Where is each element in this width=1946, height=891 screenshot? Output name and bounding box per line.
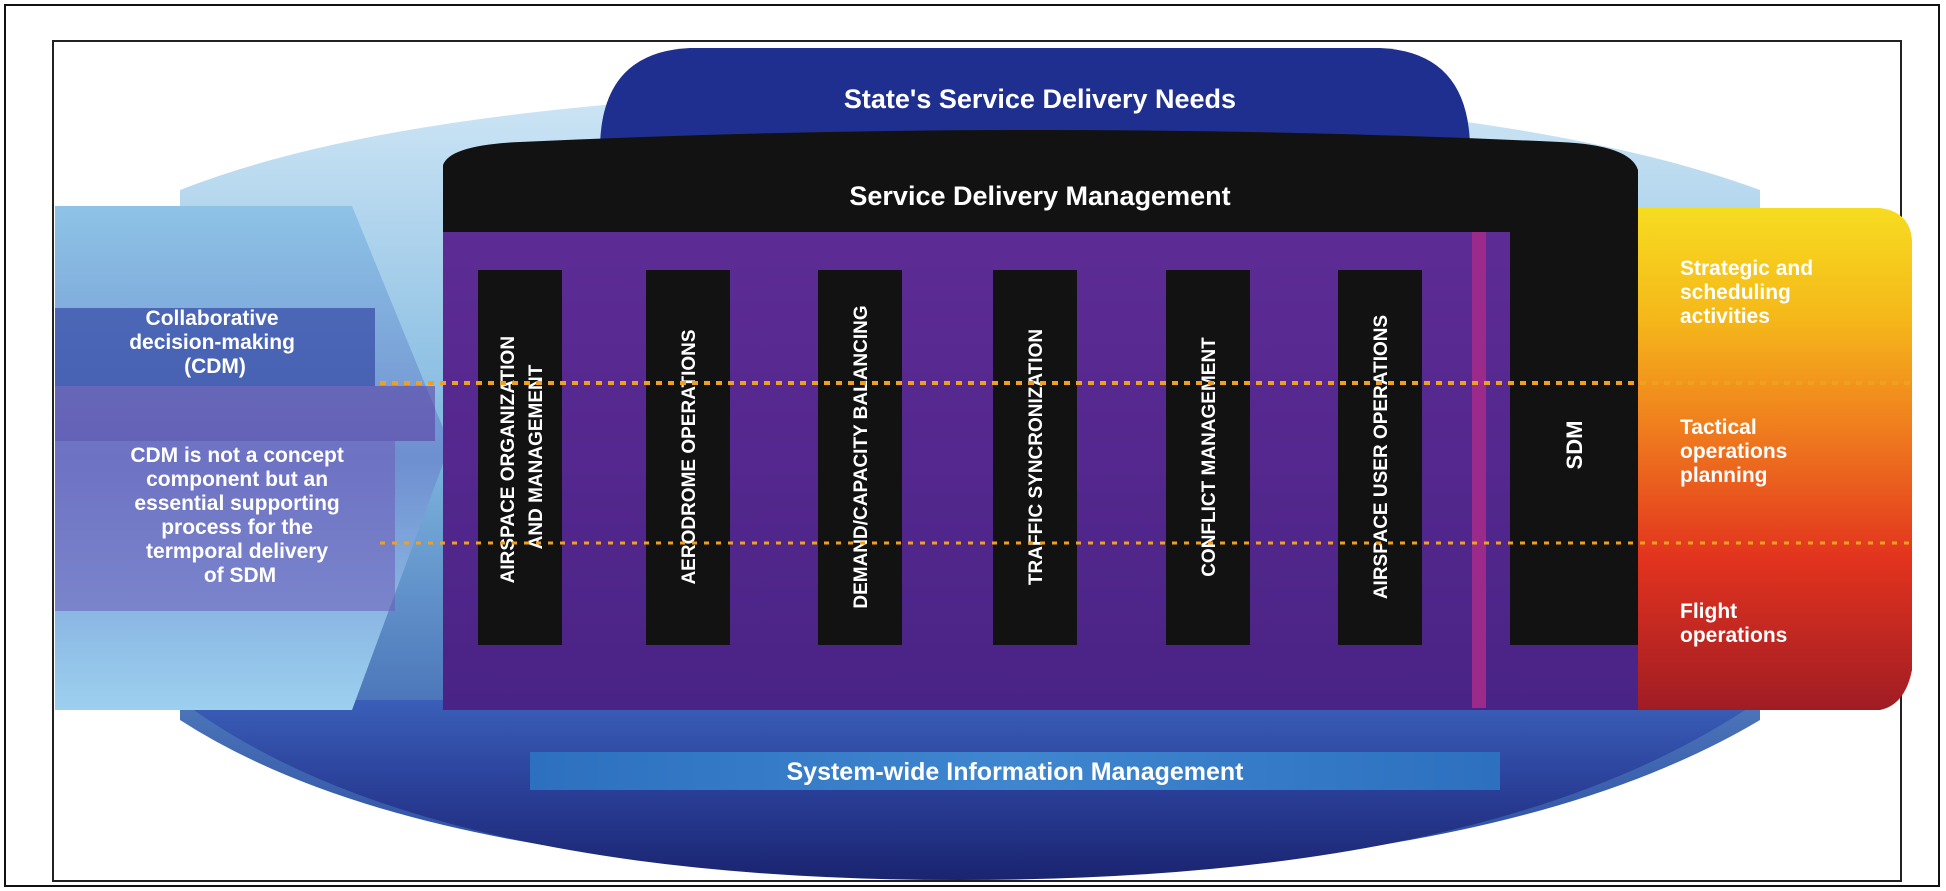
sdm-header-label: Service Delivery Management — [849, 181, 1230, 211]
cdm-title: Collaborative decision-making (CDM) — [129, 307, 301, 378]
timeline-panel — [1630, 208, 1912, 710]
pillars: AIRSPACE ORGANIZATION AND MANAGEMENT AER… — [478, 270, 1422, 645]
pillar-demand-capacity-label: DEMAND/CAPACITY BALANCING — [851, 305, 872, 608]
outer-frame — [4, 4, 1940, 887]
sdm-column-label: SDM — [1562, 421, 1587, 470]
swim-label: System-wide Information Management — [786, 758, 1244, 786]
pillar-airspace-organization — [478, 270, 562, 645]
pillar-demand-capacity — [818, 270, 902, 645]
timeline-tactical: Tactical operations planning — [1680, 416, 1793, 487]
pillar-airspace-user-operations-label: AIRSPACE USER OPERATIONS — [1371, 315, 1392, 599]
state-needs-banner — [600, 48, 1470, 150]
pillar-conflict-management — [1166, 270, 1250, 645]
cdm-note: CDM is not a concept component but an es… — [130, 444, 349, 587]
pillar-conflict-management-label: CONFLICT MANAGEMENT — [1199, 337, 1220, 577]
sdm-header-arch — [443, 130, 1638, 232]
state-needs-label: State's Service Delivery Needs — [844, 84, 1236, 114]
cdm-title-band — [55, 308, 375, 386]
cdm-note-band — [55, 441, 395, 611]
pillar-airspace-organization-label: AIRSPACE ORGANIZATION AND MANAGEMENT — [498, 331, 547, 584]
cdm-purple-band — [55, 386, 435, 441]
pillar-traffic-synchronization — [993, 270, 1077, 645]
swim-banner — [530, 752, 1500, 790]
timeline-strategic: Strategic and scheduling activities — [1680, 257, 1819, 328]
pillar-aerodrome-operations-label: AERODROME OPERATIONS — [679, 329, 700, 584]
pillar-traffic-synchronization-label: TRAFFIC SYNCRONIZATION — [1026, 329, 1047, 585]
magenta-divider — [1472, 232, 1486, 708]
pillar-airspace-user-operations — [1338, 270, 1422, 645]
pillar-aerodrome-operations — [646, 270, 730, 645]
sdm-column — [1510, 225, 1638, 645]
timeline-flight: Flight operations — [1680, 600, 1787, 647]
